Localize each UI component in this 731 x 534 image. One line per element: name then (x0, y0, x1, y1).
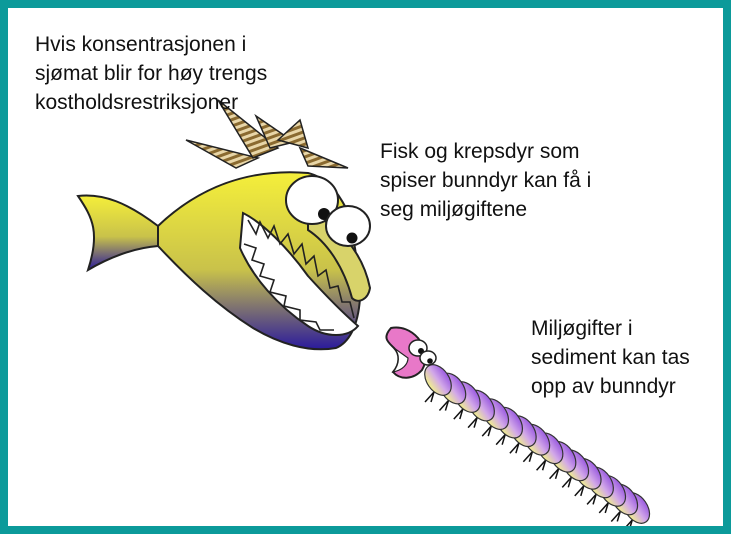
caption-sediment-uptake: Miljøgifter i sediment kan tas opp av bu… (531, 314, 690, 401)
caption-line: Fisk og krepsdyr som (380, 137, 591, 166)
caption-fish-uptake: Fisk og krepsdyr som spiser bunndyr kan … (380, 137, 591, 224)
caption-line: sediment kan tas (531, 343, 690, 372)
caption-line: spiser bunndyr kan få i (380, 166, 591, 195)
caption-line: sjømat blir for høy trengs (35, 59, 267, 88)
caption-line: Miljøgifter i (531, 314, 690, 343)
caption-consumption-restrictions: Hvis konsentrasjonen i sjømat blir for h… (35, 30, 267, 117)
caption-line: kostholdsrestriksjoner (35, 88, 267, 117)
caption-line: seg miljøgiftene (380, 195, 591, 224)
fish-illustration (78, 100, 370, 349)
caption-line: opp av bunndyr (531, 372, 690, 401)
fish-tail (78, 195, 158, 270)
caption-line: Hvis konsentrasjonen i (35, 30, 267, 59)
